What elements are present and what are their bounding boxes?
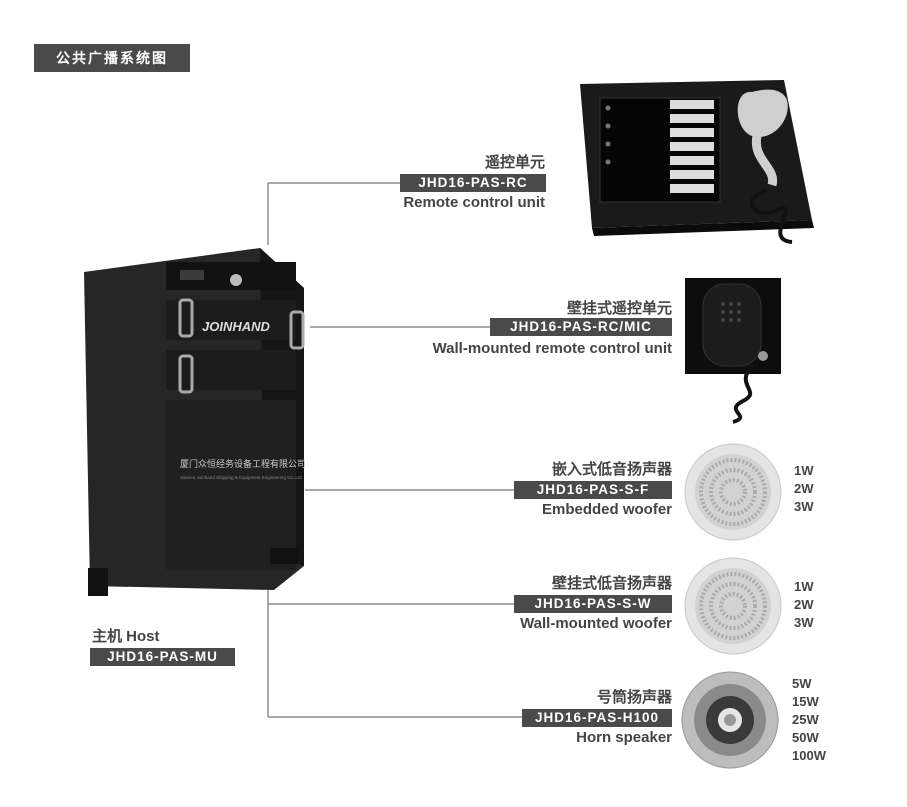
horn-cn-label: 号筒扬声器 (596, 689, 672, 706)
watt-option: 5W (792, 676, 812, 691)
host-cabinet-image: JOINHAND 厦门众恒经务设备工程有限公司 Xiamen Joinhand … (84, 248, 306, 596)
woofer-w-code-badge: JHD16-PAS-S-W (514, 595, 672, 613)
woofer-f-watts: 1W 2W 3W (794, 462, 814, 516)
woofer-w-watts: 1W 2W 3W (794, 578, 814, 632)
woofer-f-code-badge: JHD16-PAS-S-F (514, 481, 672, 499)
watt-option: 2W (794, 481, 814, 496)
host-label: 主机 Host (92, 628, 160, 645)
horn-code-badge: JHD16-PAS-H100 (522, 709, 672, 727)
remote-control-unit-image (580, 80, 814, 244)
rc-mic-cn-label: 壁挂式遥控单元 (566, 300, 672, 317)
watt-option: 15W (792, 694, 819, 709)
watt-option: 3W (794, 615, 814, 630)
watt-option: 2W (794, 597, 814, 612)
host-plate-en: Xiamen Joinhand Shipping & Equipment Eng… (180, 475, 302, 480)
rc-en-label: Remote control unit (403, 194, 545, 211)
horn-en-label: Horn speaker (576, 729, 672, 746)
woofer-f-cn-label: 嵌入式低音扬声器 (551, 461, 672, 478)
embedded-woofer-image (684, 443, 782, 541)
wall-woofer-image (684, 557, 782, 655)
rc-mic-en-label: Wall-mounted remote control unit (432, 340, 672, 357)
horn-watts: 5W 15W 25W 50W 100W (792, 675, 826, 765)
host-code-badge: JHD16-PAS-MU (90, 648, 235, 666)
watt-option: 1W (794, 463, 814, 478)
watt-option: 3W (794, 499, 814, 514)
page-title: 公共广播系统图 (34, 44, 190, 72)
rc-cn-label: 遥控单元 (484, 154, 545, 171)
woofer-w-cn-label: 壁挂式低音扬声器 (551, 575, 672, 592)
watt-option: 50W (792, 730, 819, 745)
host-brand: JOINHAND (202, 319, 271, 334)
watt-option: 1W (794, 579, 814, 594)
watt-option: 100W (792, 748, 826, 763)
wall-remote-image (685, 278, 781, 424)
woofer-f-en-label: Embedded woofer (541, 501, 672, 518)
rc-mic-code-badge: JHD16-PAS-RC/MIC (490, 318, 672, 336)
horn-speaker-image (681, 671, 779, 769)
watt-option: 25W (792, 712, 819, 727)
rc-code-badge: JHD16-PAS-RC (400, 174, 546, 192)
host-plate-cn: 厦门众恒经务设备工程有限公司 (180, 458, 306, 469)
woofer-w-en-label: Wall-mounted woofer (520, 615, 672, 632)
